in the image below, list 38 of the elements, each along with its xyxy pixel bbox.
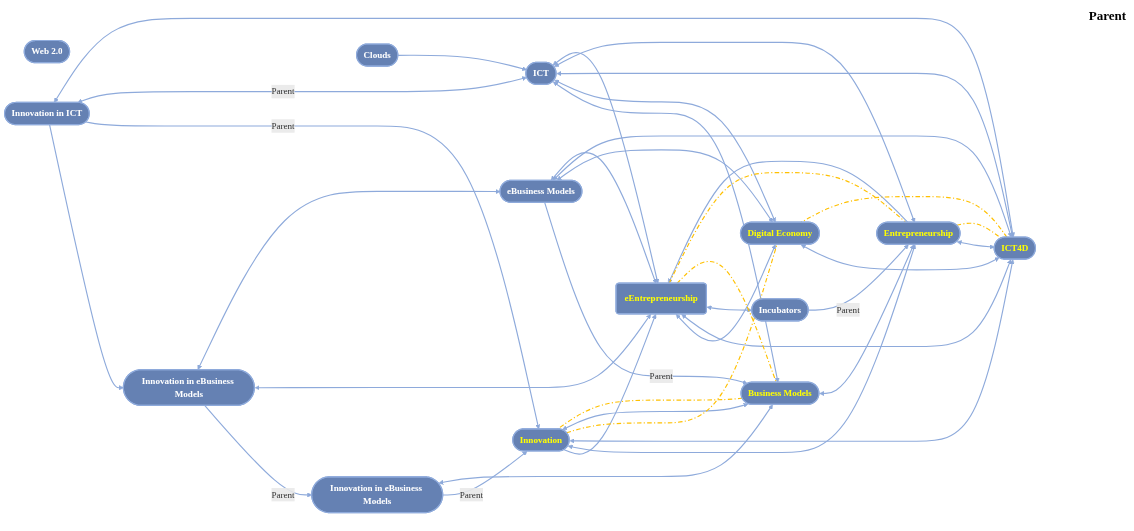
arrow [681, 259, 1012, 348]
arrow [554, 41, 916, 223]
arrow [397, 54, 528, 72]
arrow [675, 244, 776, 342]
arrow [552, 52, 660, 284]
arrow [197, 189, 501, 370]
note-text: Parent [1088, 8, 1126, 24]
arrow [544, 202, 748, 385]
edge-label: Parent [836, 304, 860, 315]
arrow [552, 135, 1013, 238]
arrow [556, 71, 1015, 238]
arrow [706, 305, 753, 313]
arrow [556, 149, 773, 223]
arrow [567, 244, 917, 454]
arrow [800, 244, 1000, 271]
connector [800, 196, 1008, 238]
arrow [77, 76, 528, 104]
arrow [54, 17, 1015, 238]
arrow [554, 79, 776, 223]
arrow [569, 259, 1015, 444]
connector [676, 260, 777, 383]
arrow [442, 451, 528, 496]
arrow [552, 81, 780, 383]
arrow [438, 404, 773, 485]
edge-label: Parent [649, 371, 673, 381]
arrow [550, 152, 657, 284]
edge-label: Parent [271, 120, 295, 131]
arrow [254, 313, 651, 391]
connector [566, 244, 778, 434]
arrow [49, 124, 124, 391]
edge-label: Parent [271, 489, 295, 500]
arrow [956, 240, 995, 250]
arrow [562, 402, 749, 431]
edge-label: Parent [459, 489, 483, 500]
arrow [85, 121, 541, 430]
arrow [563, 313, 657, 455]
arrow [819, 244, 915, 396]
edge-label: Parent [271, 86, 295, 97]
